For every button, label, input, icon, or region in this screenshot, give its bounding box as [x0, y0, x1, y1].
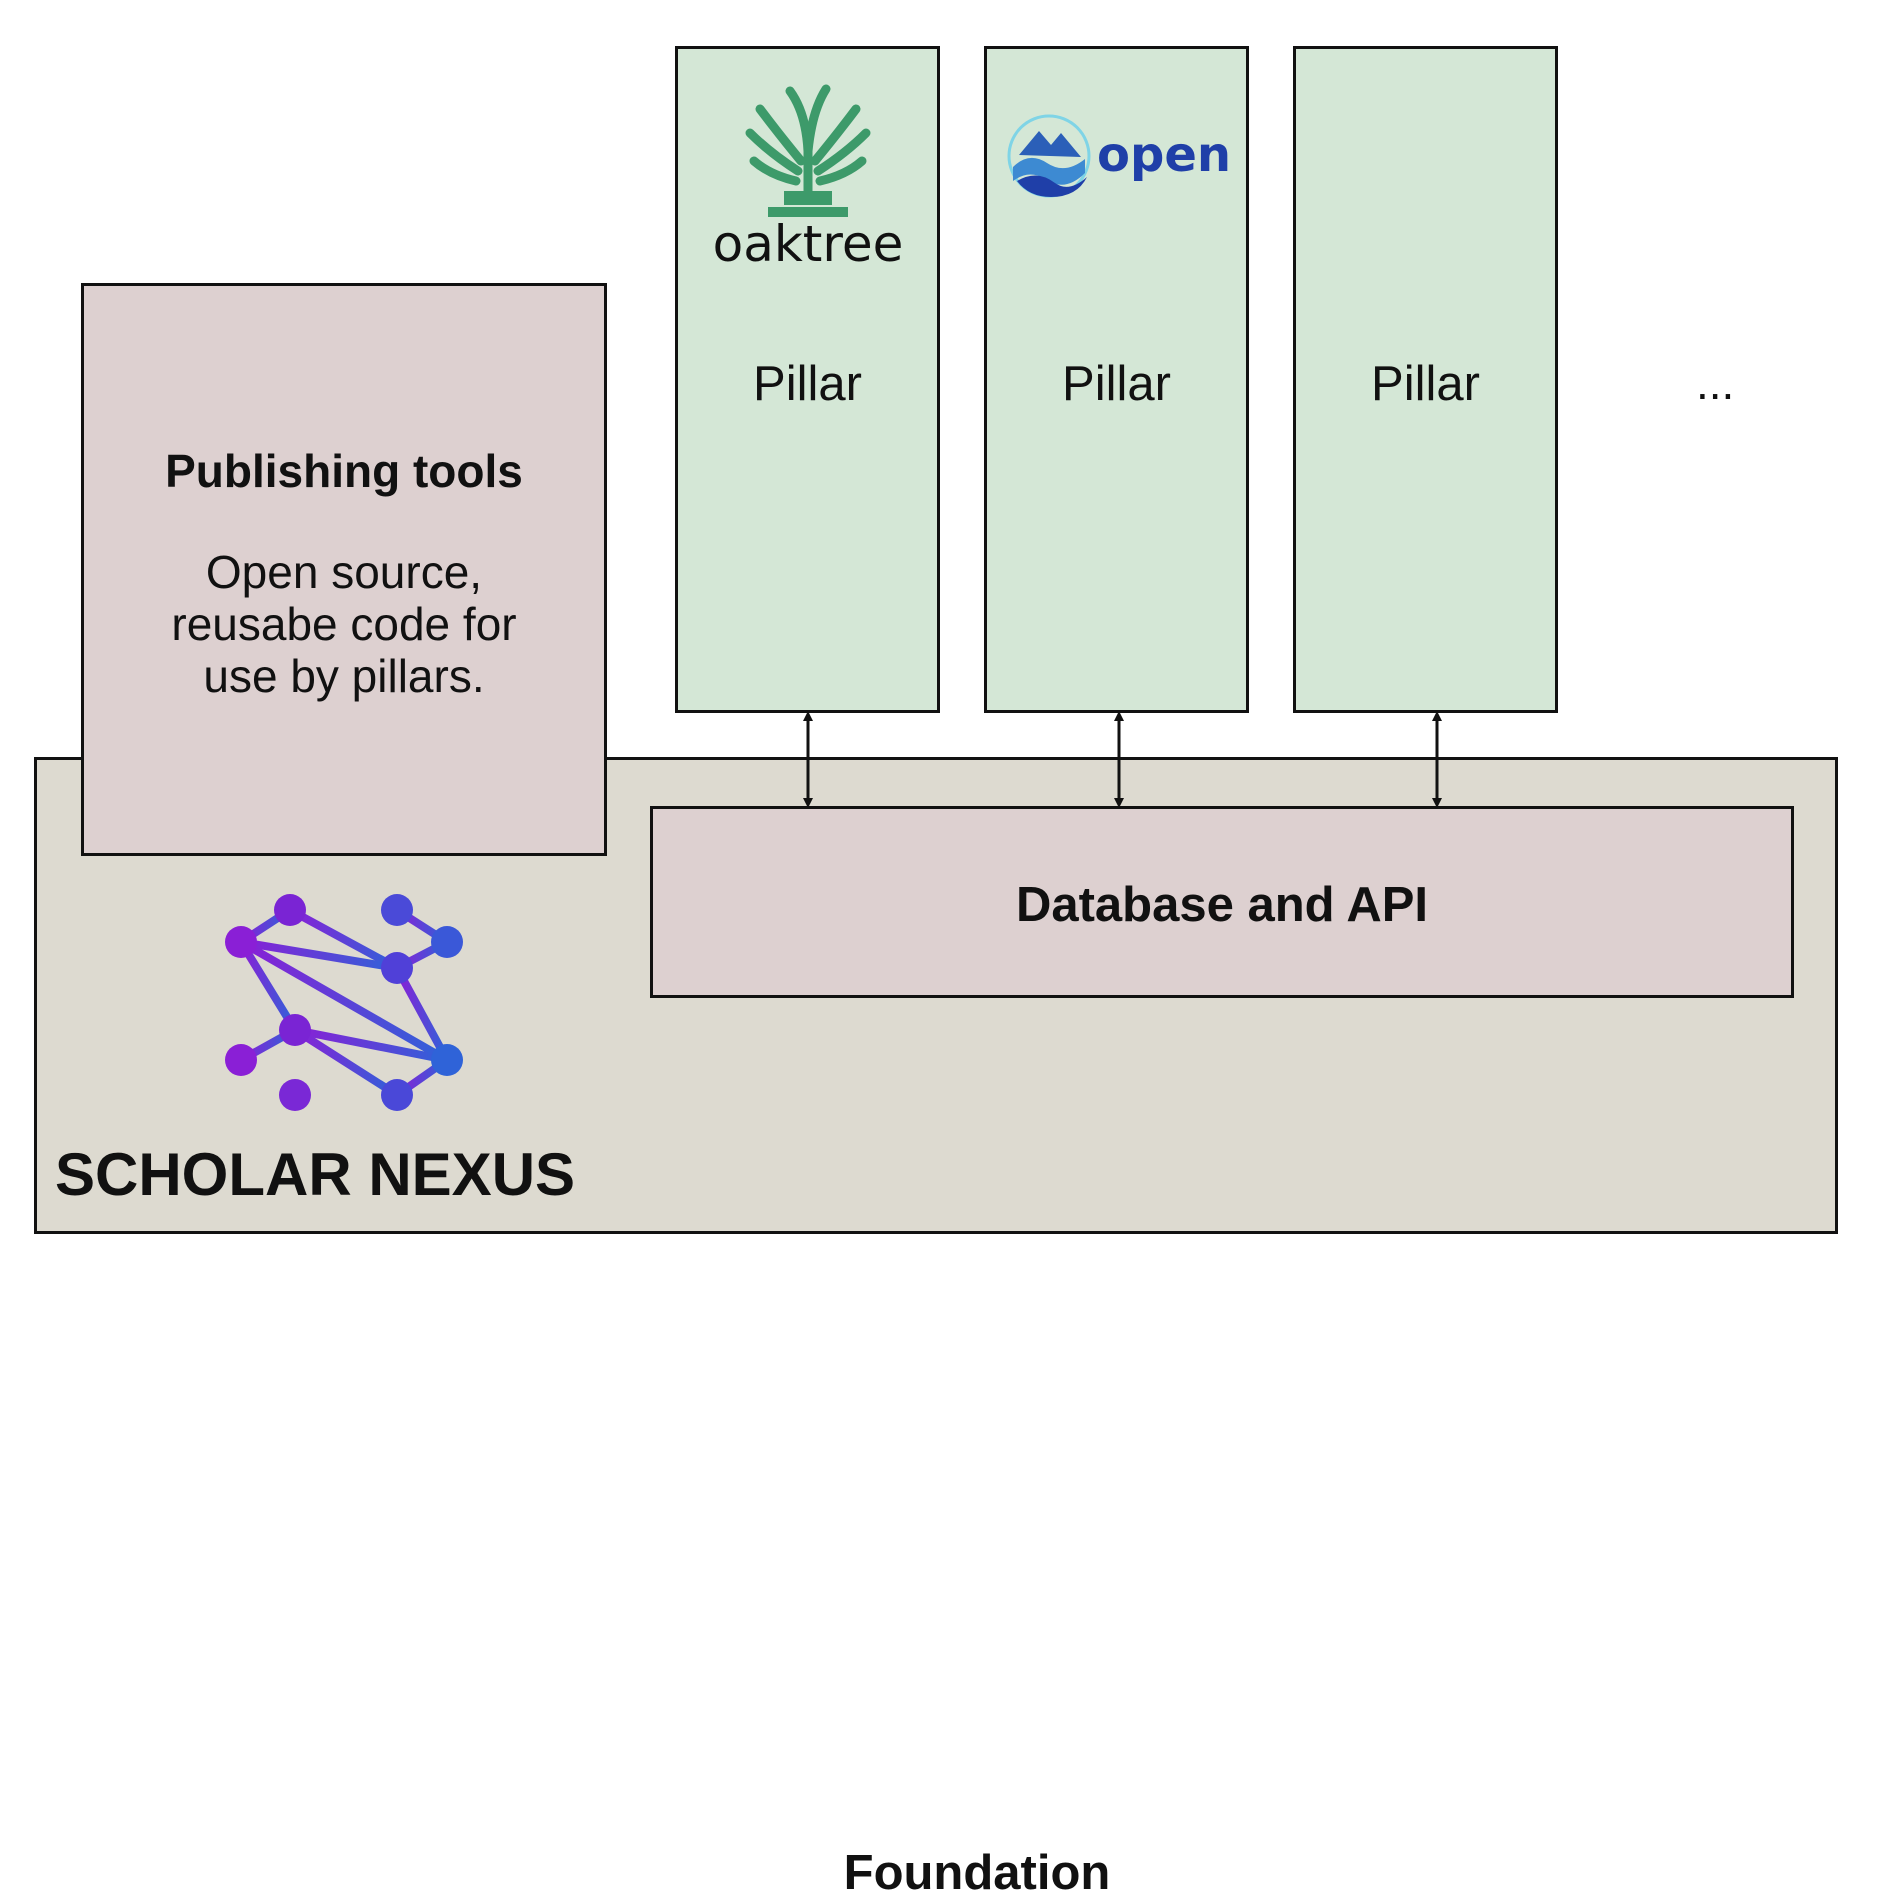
pillar-label: Pillar [1371, 357, 1480, 411]
pillar-generic: Pillar [1293, 46, 1558, 713]
pillar-oaktree: oaktree Pillar [675, 46, 940, 713]
publishing-tools-description: Open source, reusabe code for use by pil… [171, 546, 517, 702]
database-api-label: Database and API [1015, 878, 1429, 932]
foundation-label: Foundation [843, 1846, 1111, 1900]
brand-name: SCHOLAR NEXUS [55, 1141, 576, 1208]
more-pillars-ellipsis: ... [1696, 357, 1735, 409]
open-waves-icon: open [1007, 114, 1231, 198]
pillar-open: open Pillar [984, 46, 1249, 713]
open-logo-text: open [1097, 127, 1231, 183]
oaktree-logo-text: oaktree [713, 215, 904, 263]
pillar-label: Pillar [1062, 357, 1171, 411]
oak-tree-icon: oaktree [713, 84, 904, 263]
network-graph-icon [225, 894, 463, 1111]
pillar-label: Pillar [753, 357, 862, 411]
database-api-box: Database and API [650, 806, 1794, 998]
publishing-tools-title: Publishing tools [165, 445, 523, 497]
publishing-tools-box: Publishing tools Open source, reusabe co… [81, 283, 607, 856]
